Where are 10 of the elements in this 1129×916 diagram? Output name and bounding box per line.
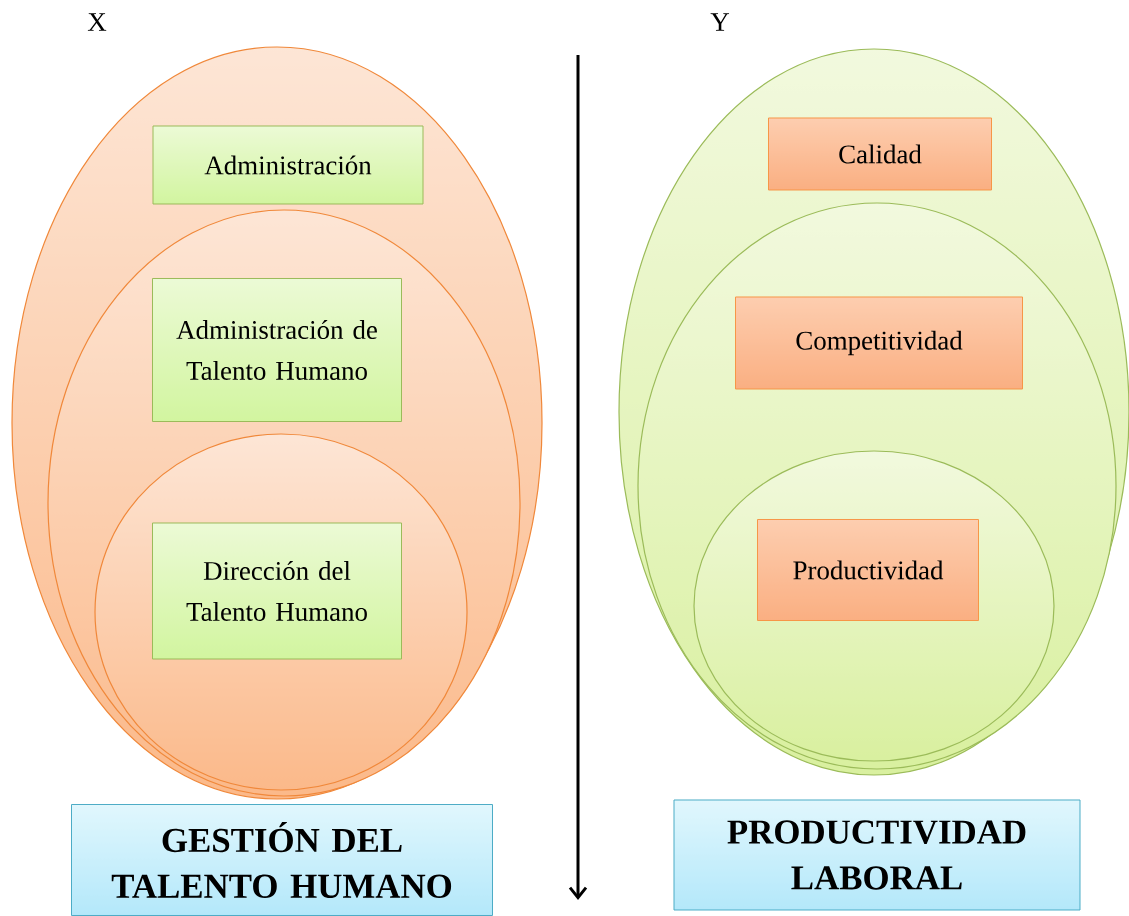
title-box: GESTIÓN DEL TALENTO HUMANO <box>71 804 493 916</box>
concept-box: Administración <box>152 125 424 205</box>
axis-letter: X <box>87 13 107 31</box>
axis-letter: Y <box>710 13 730 31</box>
concept-box: Administración de Talento Humano <box>152 278 402 422</box>
concept-box: Calidad <box>768 117 992 191</box>
concept-box: Dirección del Talento Humano <box>152 522 402 660</box>
concept-box: Competitividad <box>735 296 1023 390</box>
title-box: PRODUCTIVIDAD LABORAL <box>673 799 1081 911</box>
concept-box: Productividad <box>757 519 979 621</box>
